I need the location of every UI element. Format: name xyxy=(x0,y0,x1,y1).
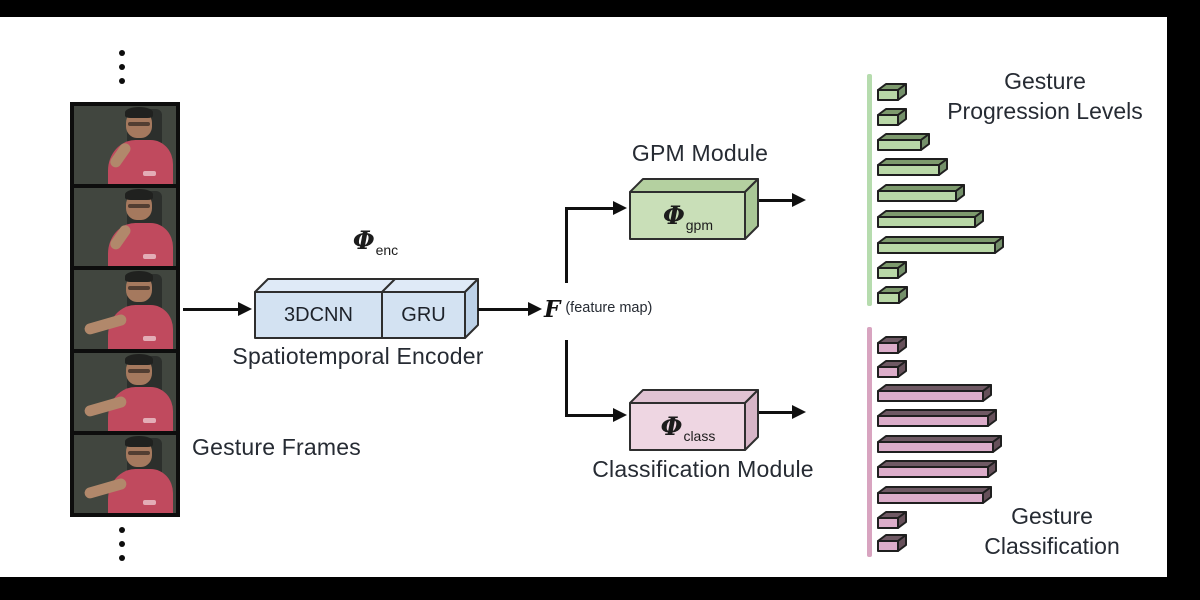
video-frame xyxy=(74,434,176,514)
classification-title: Gesture Classification xyxy=(984,503,1120,559)
classification-box xyxy=(629,389,759,451)
feature-map-label: F (feature map) xyxy=(544,296,652,323)
branch-up-line xyxy=(565,209,568,283)
arrow-strip-to-encoder-line xyxy=(183,308,238,311)
arrow-encoder-to-f-line xyxy=(478,308,528,311)
ellipsis-dots-bottom xyxy=(119,527,125,561)
gesture-frames-label: Gesture Frames xyxy=(192,434,361,460)
arrow-strip-to-encoder-head xyxy=(238,302,252,316)
branch-down-arrowhead xyxy=(613,408,627,422)
encoder-3dcnn-label: 3DCNN xyxy=(284,303,353,326)
progression-axis xyxy=(867,74,872,306)
person-head xyxy=(124,189,153,221)
branch-down-horizontal xyxy=(565,414,613,417)
person-head xyxy=(124,435,153,467)
person-head xyxy=(124,106,153,138)
branch-up-horizontal xyxy=(565,207,613,210)
person-torso xyxy=(107,304,173,349)
classification-axis xyxy=(867,327,872,557)
arrow-encoder-to-f-head xyxy=(528,302,542,316)
video-frame xyxy=(74,106,176,185)
feature-map-annotation: (feature map) xyxy=(565,299,653,316)
person-head xyxy=(124,353,153,385)
branch-down-line xyxy=(565,340,568,416)
video-frame xyxy=(74,270,176,349)
person-head xyxy=(124,271,153,303)
gpm-module-title: GPM Module xyxy=(631,140,769,166)
film-strip xyxy=(70,102,180,517)
gpm-box xyxy=(629,178,759,240)
classification-module-caption: Classification Module xyxy=(592,456,814,482)
person-torso xyxy=(107,387,173,431)
person-torso xyxy=(107,469,173,514)
video-frame xyxy=(74,352,176,431)
encoder-box xyxy=(254,278,479,339)
video-frame xyxy=(74,188,176,267)
f-symbol: F xyxy=(544,296,561,323)
ellipsis-dots-top xyxy=(119,50,125,84)
encoder-gru-label: GRU xyxy=(401,303,446,326)
arrow-gpm-out-head xyxy=(792,193,806,207)
progression-title: Gesture Progression Levels xyxy=(947,68,1143,124)
classification-bars xyxy=(877,336,1002,552)
encoder-caption: Spatiotemporal Encoder xyxy=(232,343,484,369)
progression-bars xyxy=(877,83,1004,304)
arrow-class-out-head xyxy=(792,405,806,419)
arrow-class-out-line xyxy=(759,411,792,414)
arrow-gpm-out-line xyxy=(759,199,792,202)
branch-up-arrowhead xyxy=(613,201,627,215)
figure-background xyxy=(0,17,1167,577)
